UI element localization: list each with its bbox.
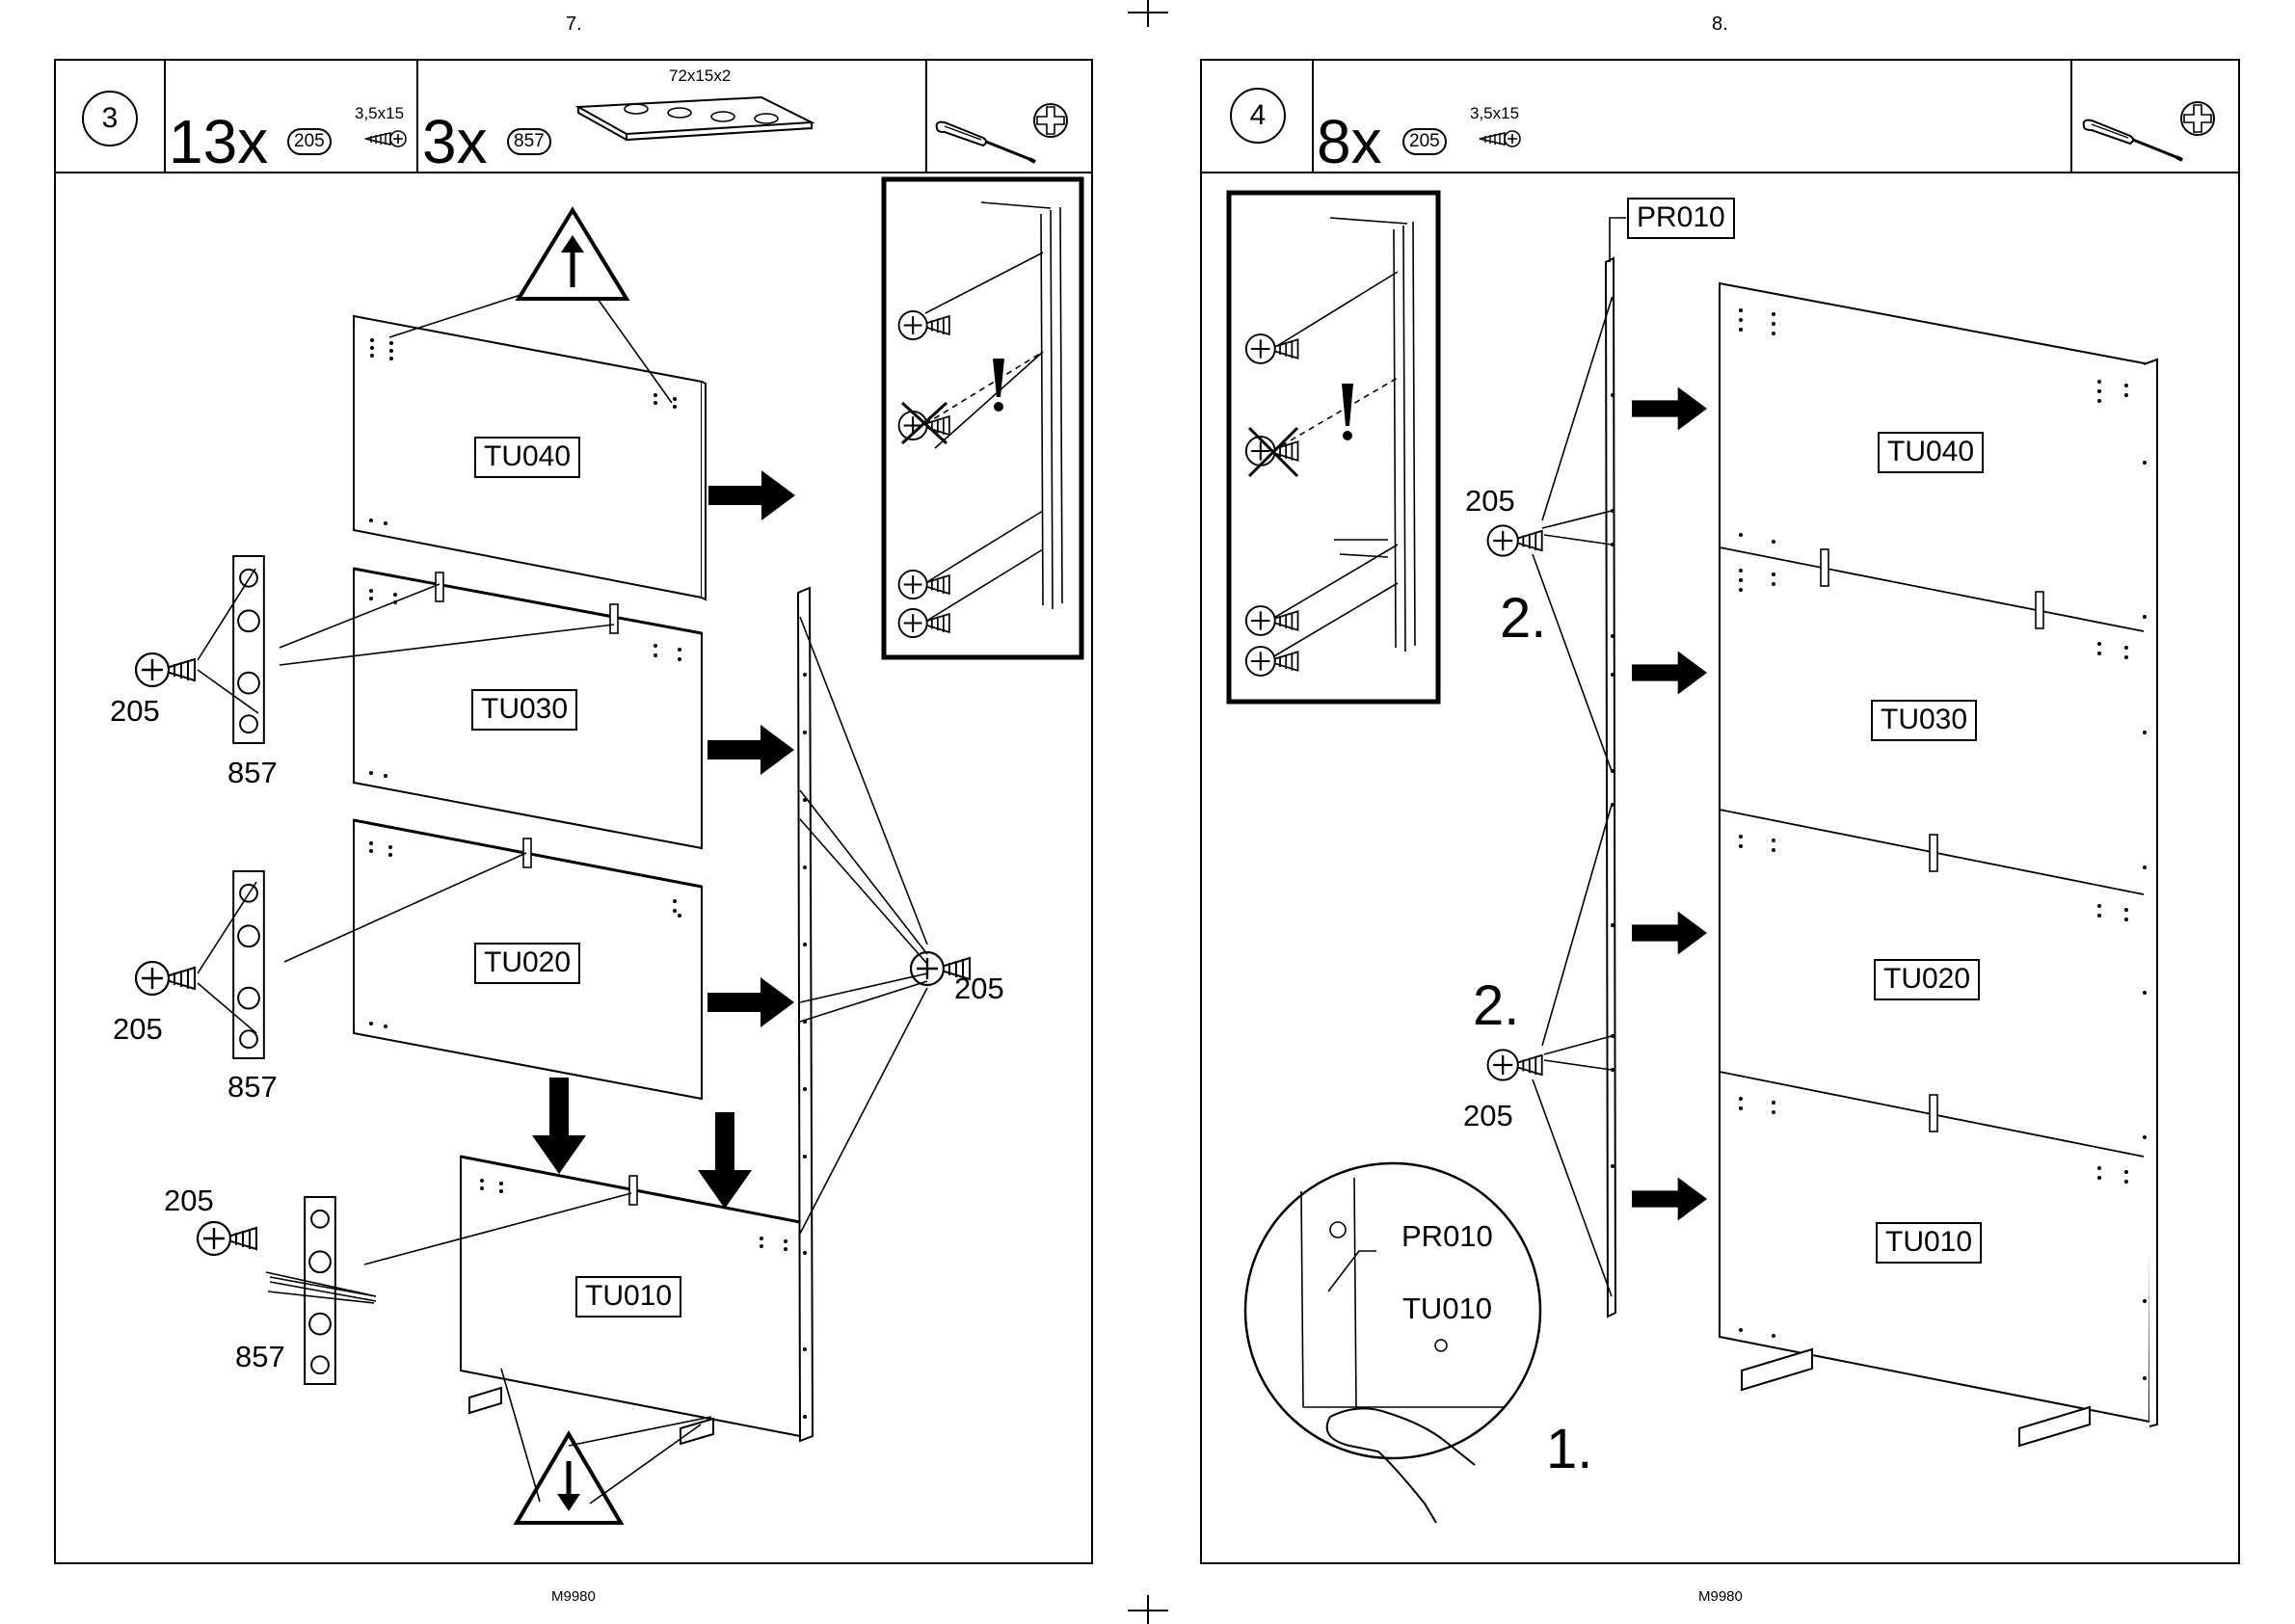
arrow-right — [1632, 1177, 1707, 1220]
panel-label-tu020: TU020 — [1874, 959, 1980, 1000]
callout-plate-857: 857 — [227, 756, 278, 790]
panel-label-tu030: TU030 — [471, 689, 577, 731]
screw-205 — [1488, 1050, 1542, 1079]
panel-label-tu020: TU020 — [474, 943, 580, 984]
callout-plate-857: 857 — [227, 1070, 278, 1105]
connector-plate-857 — [233, 871, 264, 1058]
arrow-right — [707, 725, 794, 775]
arrow-right — [707, 977, 794, 1027]
arrow-right — [1632, 651, 1707, 694]
step-label: 2. — [1500, 586, 1546, 651]
warning-arrow-icon — [517, 1434, 621, 1523]
leader-lines — [1533, 299, 1612, 1296]
screw-205 — [136, 962, 195, 995]
arrow-right — [1632, 386, 1707, 430]
panel-label-tu040: TU040 — [1878, 432, 1984, 473]
callout-screw-205: 205 — [1465, 484, 1515, 519]
callout-screw-205: 205 — [110, 694, 160, 729]
arrow-right — [708, 470, 795, 520]
detail-label-pr010: PR010 — [1401, 1219, 1493, 1254]
callout-screw-205: 205 — [164, 1184, 214, 1218]
screw-205 — [136, 653, 195, 686]
detail-label-tu010: TU010 — [1402, 1291, 1492, 1326]
callout-plate-857: 857 — [235, 1340, 285, 1374]
magnified-detail — [1245, 1163, 1540, 1523]
arrow-right — [1632, 911, 1707, 954]
connector-plate-857 — [233, 556, 264, 743]
panel-label-tu010: TU010 — [1876, 1222, 1982, 1264]
side-panel-label-pr010: PR010 — [1627, 198, 1735, 239]
panel-label-tu040: TU040 — [474, 437, 580, 478]
side-panel-left — [798, 588, 813, 1441]
side-panel-pr010 — [1606, 258, 1615, 1317]
arrow-down — [698, 1112, 752, 1209]
screw-205 — [198, 1222, 256, 1255]
warning-arrow-icon — [519, 210, 627, 299]
step-label: 1. — [1546, 1417, 1592, 1481]
callout-screw-205: 205 — [1463, 1099, 1513, 1133]
screw-205 — [1488, 525, 1542, 555]
step-label: 2. — [1473, 973, 1519, 1038]
callout-screw-205: 205 — [954, 972, 1004, 1006]
panel-label-tu030: TU030 — [1871, 700, 1977, 741]
panel-label-tu010: TU010 — [575, 1276, 681, 1318]
callout-screw-205: 205 — [113, 1012, 163, 1047]
arrow-down — [532, 1078, 586, 1174]
